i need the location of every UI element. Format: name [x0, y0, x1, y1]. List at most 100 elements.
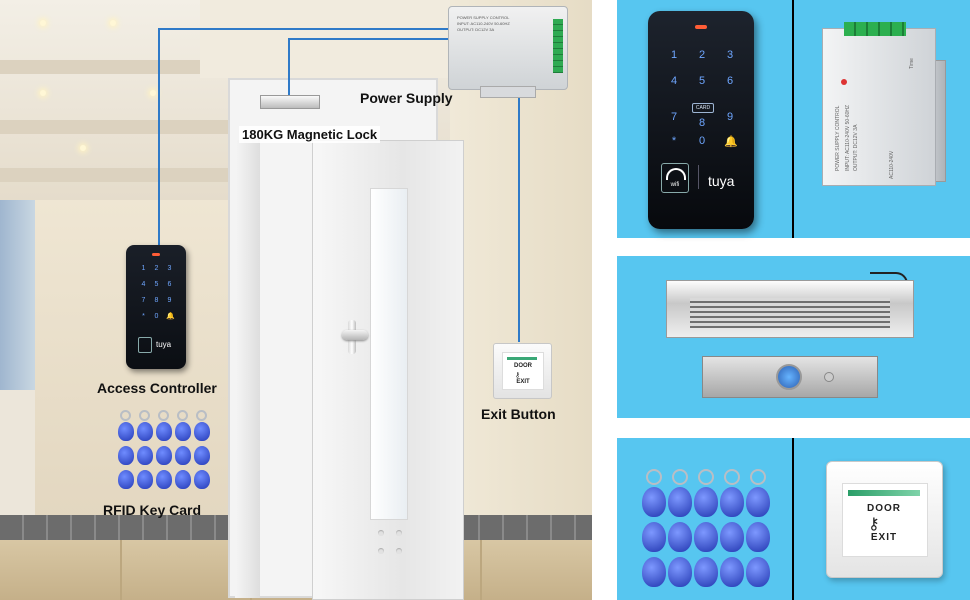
wifi-icon: wifi — [661, 163, 689, 193]
rfid-fob — [642, 557, 666, 587]
key-ring — [724, 469, 740, 485]
rfid-fob — [694, 522, 718, 552]
card-reader-label: CARD — [692, 103, 714, 113]
rfid-fob — [694, 557, 718, 587]
panel-divider — [792, 0, 794, 238]
rfid-fob — [642, 522, 666, 552]
ceiling-band — [0, 120, 240, 134]
keypad-key: 🔔 — [166, 313, 175, 320]
ceiling-band — [0, 168, 230, 182]
keypad-key: 7 — [141, 297, 146, 304]
exit-button-face: DOOR ⚷ EXIT — [502, 352, 544, 390]
access-controller-product: 1 2 3 4 5 6 CARD 7 8 9 * 0 🔔 wifi tuya — [648, 11, 754, 229]
psu-terminal-block — [844, 22, 906, 36]
brand-logo: tuya — [156, 340, 172, 349]
psu-title: POWER SUPPLY CONTROL — [457, 15, 510, 20]
keypad-key: 0 — [154, 313, 159, 320]
rfid-fob — [175, 470, 191, 489]
rfid-fob — [118, 422, 134, 441]
rfid-fob — [137, 470, 153, 489]
psu-time-label: Time — [909, 58, 915, 69]
exit-strip — [848, 490, 920, 496]
keypad-key: 3 — [726, 49, 734, 61]
door-hole — [378, 548, 384, 554]
magnetic-lock — [260, 95, 320, 109]
psu-spec: OUTPUT: DC12V 3A — [457, 27, 495, 32]
key-icon: ⚷ — [868, 516, 880, 533]
psu-spec: INPUT: AC110-240V 50-60HZ — [457, 21, 510, 26]
key-ring — [177, 410, 188, 421]
rfid-fob — [156, 422, 172, 441]
rfid-fob — [642, 487, 666, 517]
power-supply-product: POWER SUPPLY CONTROL INPUT: AC110-240V 5… — [822, 28, 936, 186]
door-hole — [396, 530, 402, 536]
key-ring — [139, 410, 150, 421]
access-controller-device: 1 2 3 4 5 6 7 8 9 * 0 🔔 tuya — [126, 245, 186, 369]
label-rfid-key-card: RFID Key Card — [103, 502, 202, 518]
keypad-key: 1 — [670, 49, 678, 61]
keypad-key: 9 — [726, 111, 734, 123]
wifi-icon — [138, 337, 152, 353]
installation-scene: POWER SUPPLY CONTROL INPUT: AC110-240V 5… — [0, 0, 592, 600]
wire — [518, 96, 520, 342]
key-ring — [672, 469, 688, 485]
exit-text-exit: EXIT — [516, 379, 530, 385]
status-led — [152, 253, 160, 256]
exit-text-exit: EXIT — [870, 532, 898, 543]
floor-seam — [480, 540, 482, 600]
key-ring — [158, 410, 169, 421]
rfid-fob — [720, 557, 744, 587]
label-access-controller: Access Controller — [97, 380, 217, 396]
rfid-fob — [668, 522, 692, 552]
brand-logo: tuya — [708, 173, 735, 189]
ceiling-light — [110, 20, 116, 26]
door-hole — [396, 548, 402, 554]
wire — [288, 38, 290, 96]
psu-bracket — [480, 86, 536, 98]
key-ring — [698, 469, 714, 485]
ceiling-light — [150, 90, 156, 96]
rfid-fob — [668, 557, 692, 587]
rfid-fob — [746, 487, 770, 517]
magnetic-lock-face — [690, 298, 890, 328]
background-window — [0, 200, 35, 390]
rfid-fob — [746, 557, 770, 587]
ceiling-light — [80, 145, 86, 151]
psu-spec: INPUT: AC110-240V 50-60HZ — [845, 104, 851, 171]
rfid-fob — [137, 422, 153, 441]
psu-title: POWER SUPPLY CONTROL — [835, 105, 841, 171]
door-handle — [342, 330, 368, 340]
keypad-key: 8 — [698, 117, 706, 129]
armature-pin — [824, 372, 834, 382]
separator — [698, 165, 699, 189]
rfid-fob — [156, 470, 172, 489]
rfid-fob — [194, 470, 210, 489]
keypad-key: 2 — [154, 265, 159, 272]
key-icon: ⚷ — [515, 372, 521, 379]
keypad-key: 1 — [141, 265, 146, 272]
keypad-key: 4 — [141, 281, 146, 288]
rfid-fob — [118, 446, 134, 465]
psu-text: POWER SUPPLY CONTROL INPUT: AC110-240V 5… — [457, 15, 510, 33]
rfid-fob — [175, 446, 191, 465]
keypad-key: 0 — [698, 135, 706, 147]
door-glass — [370, 188, 408, 520]
psu-led — [841, 79, 847, 85]
rfid-fob — [668, 487, 692, 517]
rfid-fob — [746, 522, 770, 552]
rfid-fob — [720, 522, 744, 552]
keypad-key: 5 — [154, 281, 159, 288]
ceiling-band — [0, 60, 240, 74]
floor-seam — [120, 540, 122, 600]
rfid-fob — [194, 446, 210, 465]
armature-hole — [776, 364, 802, 390]
wire — [158, 28, 450, 30]
keypad-key: 🔔 — [724, 136, 738, 148]
keypad-key: * — [142, 313, 145, 320]
key-ring — [646, 469, 662, 485]
keypad-key: 4 — [670, 75, 678, 87]
keypad-key: 8 — [154, 297, 159, 304]
exit-strip — [507, 357, 537, 360]
door-frame-side — [235, 140, 260, 598]
wire — [288, 38, 450, 40]
